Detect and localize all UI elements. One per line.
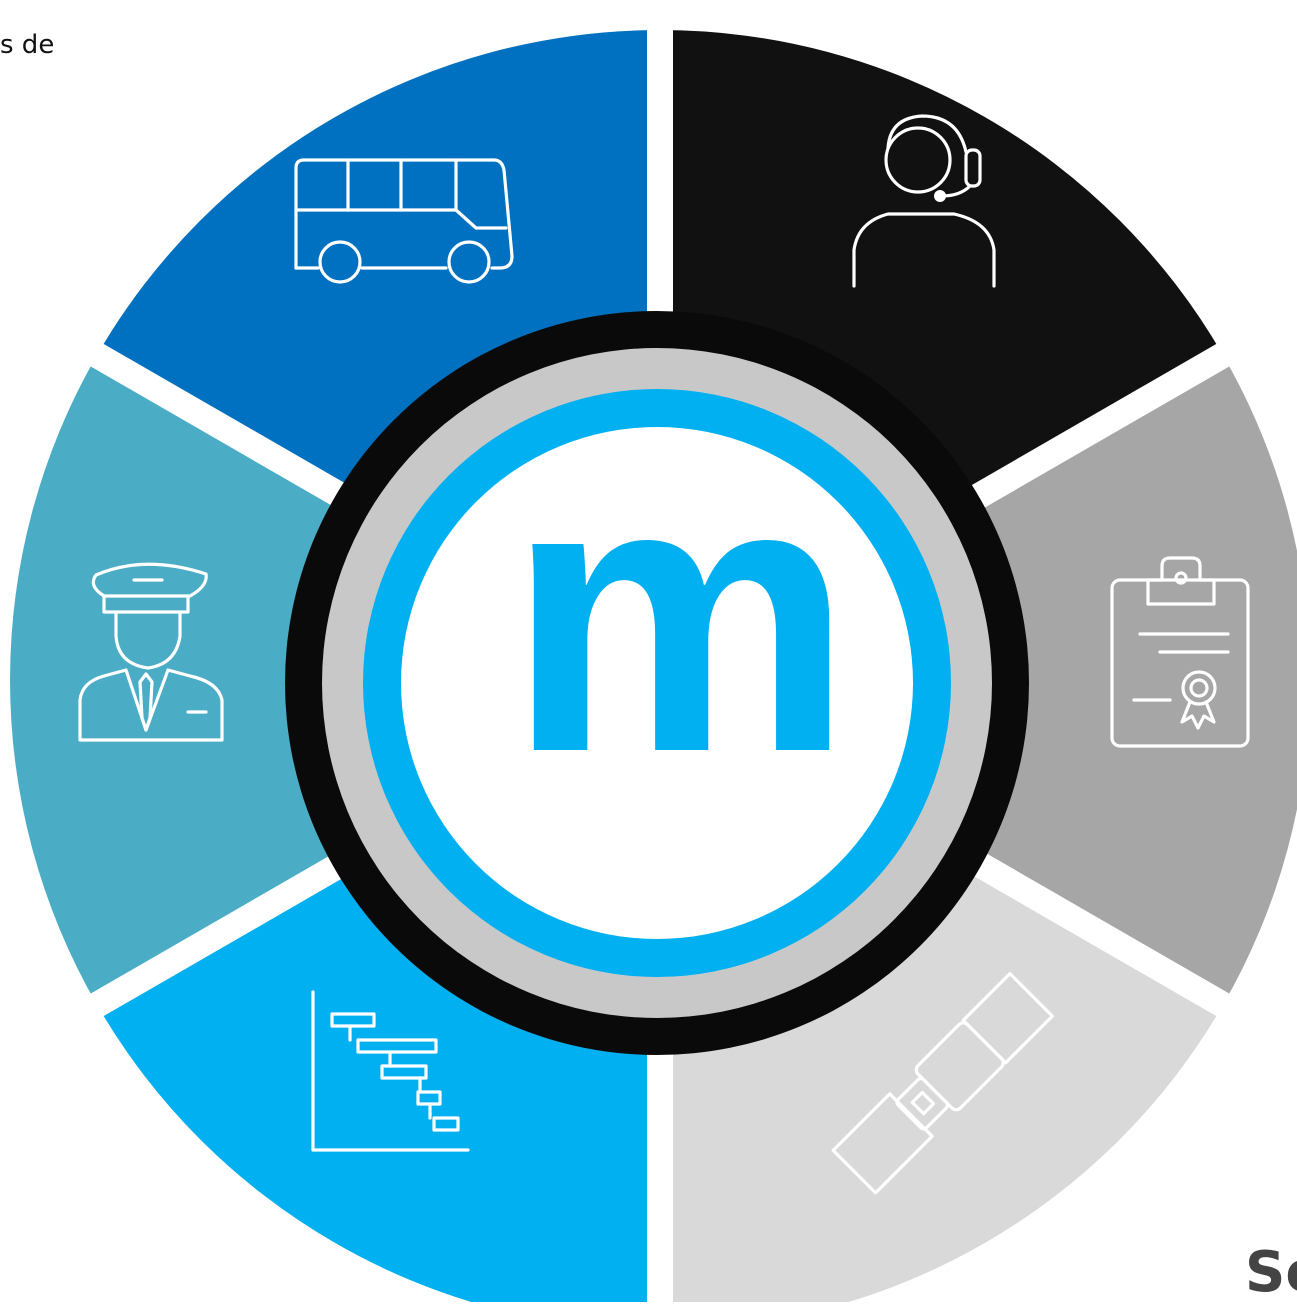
gantt-chart-icon xyxy=(311,990,470,1152)
bottom-right-text-fragment: Sc xyxy=(1245,1240,1297,1305)
top-left-text-fragment: s de xyxy=(0,30,55,60)
seatbelt-icon xyxy=(831,972,1054,1195)
headset-agent-icon xyxy=(852,114,996,288)
center-disc xyxy=(401,427,913,939)
driver-captain-icon xyxy=(78,562,224,742)
certificate-clipboard-icon xyxy=(1110,556,1250,748)
logo-m: m xyxy=(507,397,844,833)
bus-icon xyxy=(294,158,514,284)
